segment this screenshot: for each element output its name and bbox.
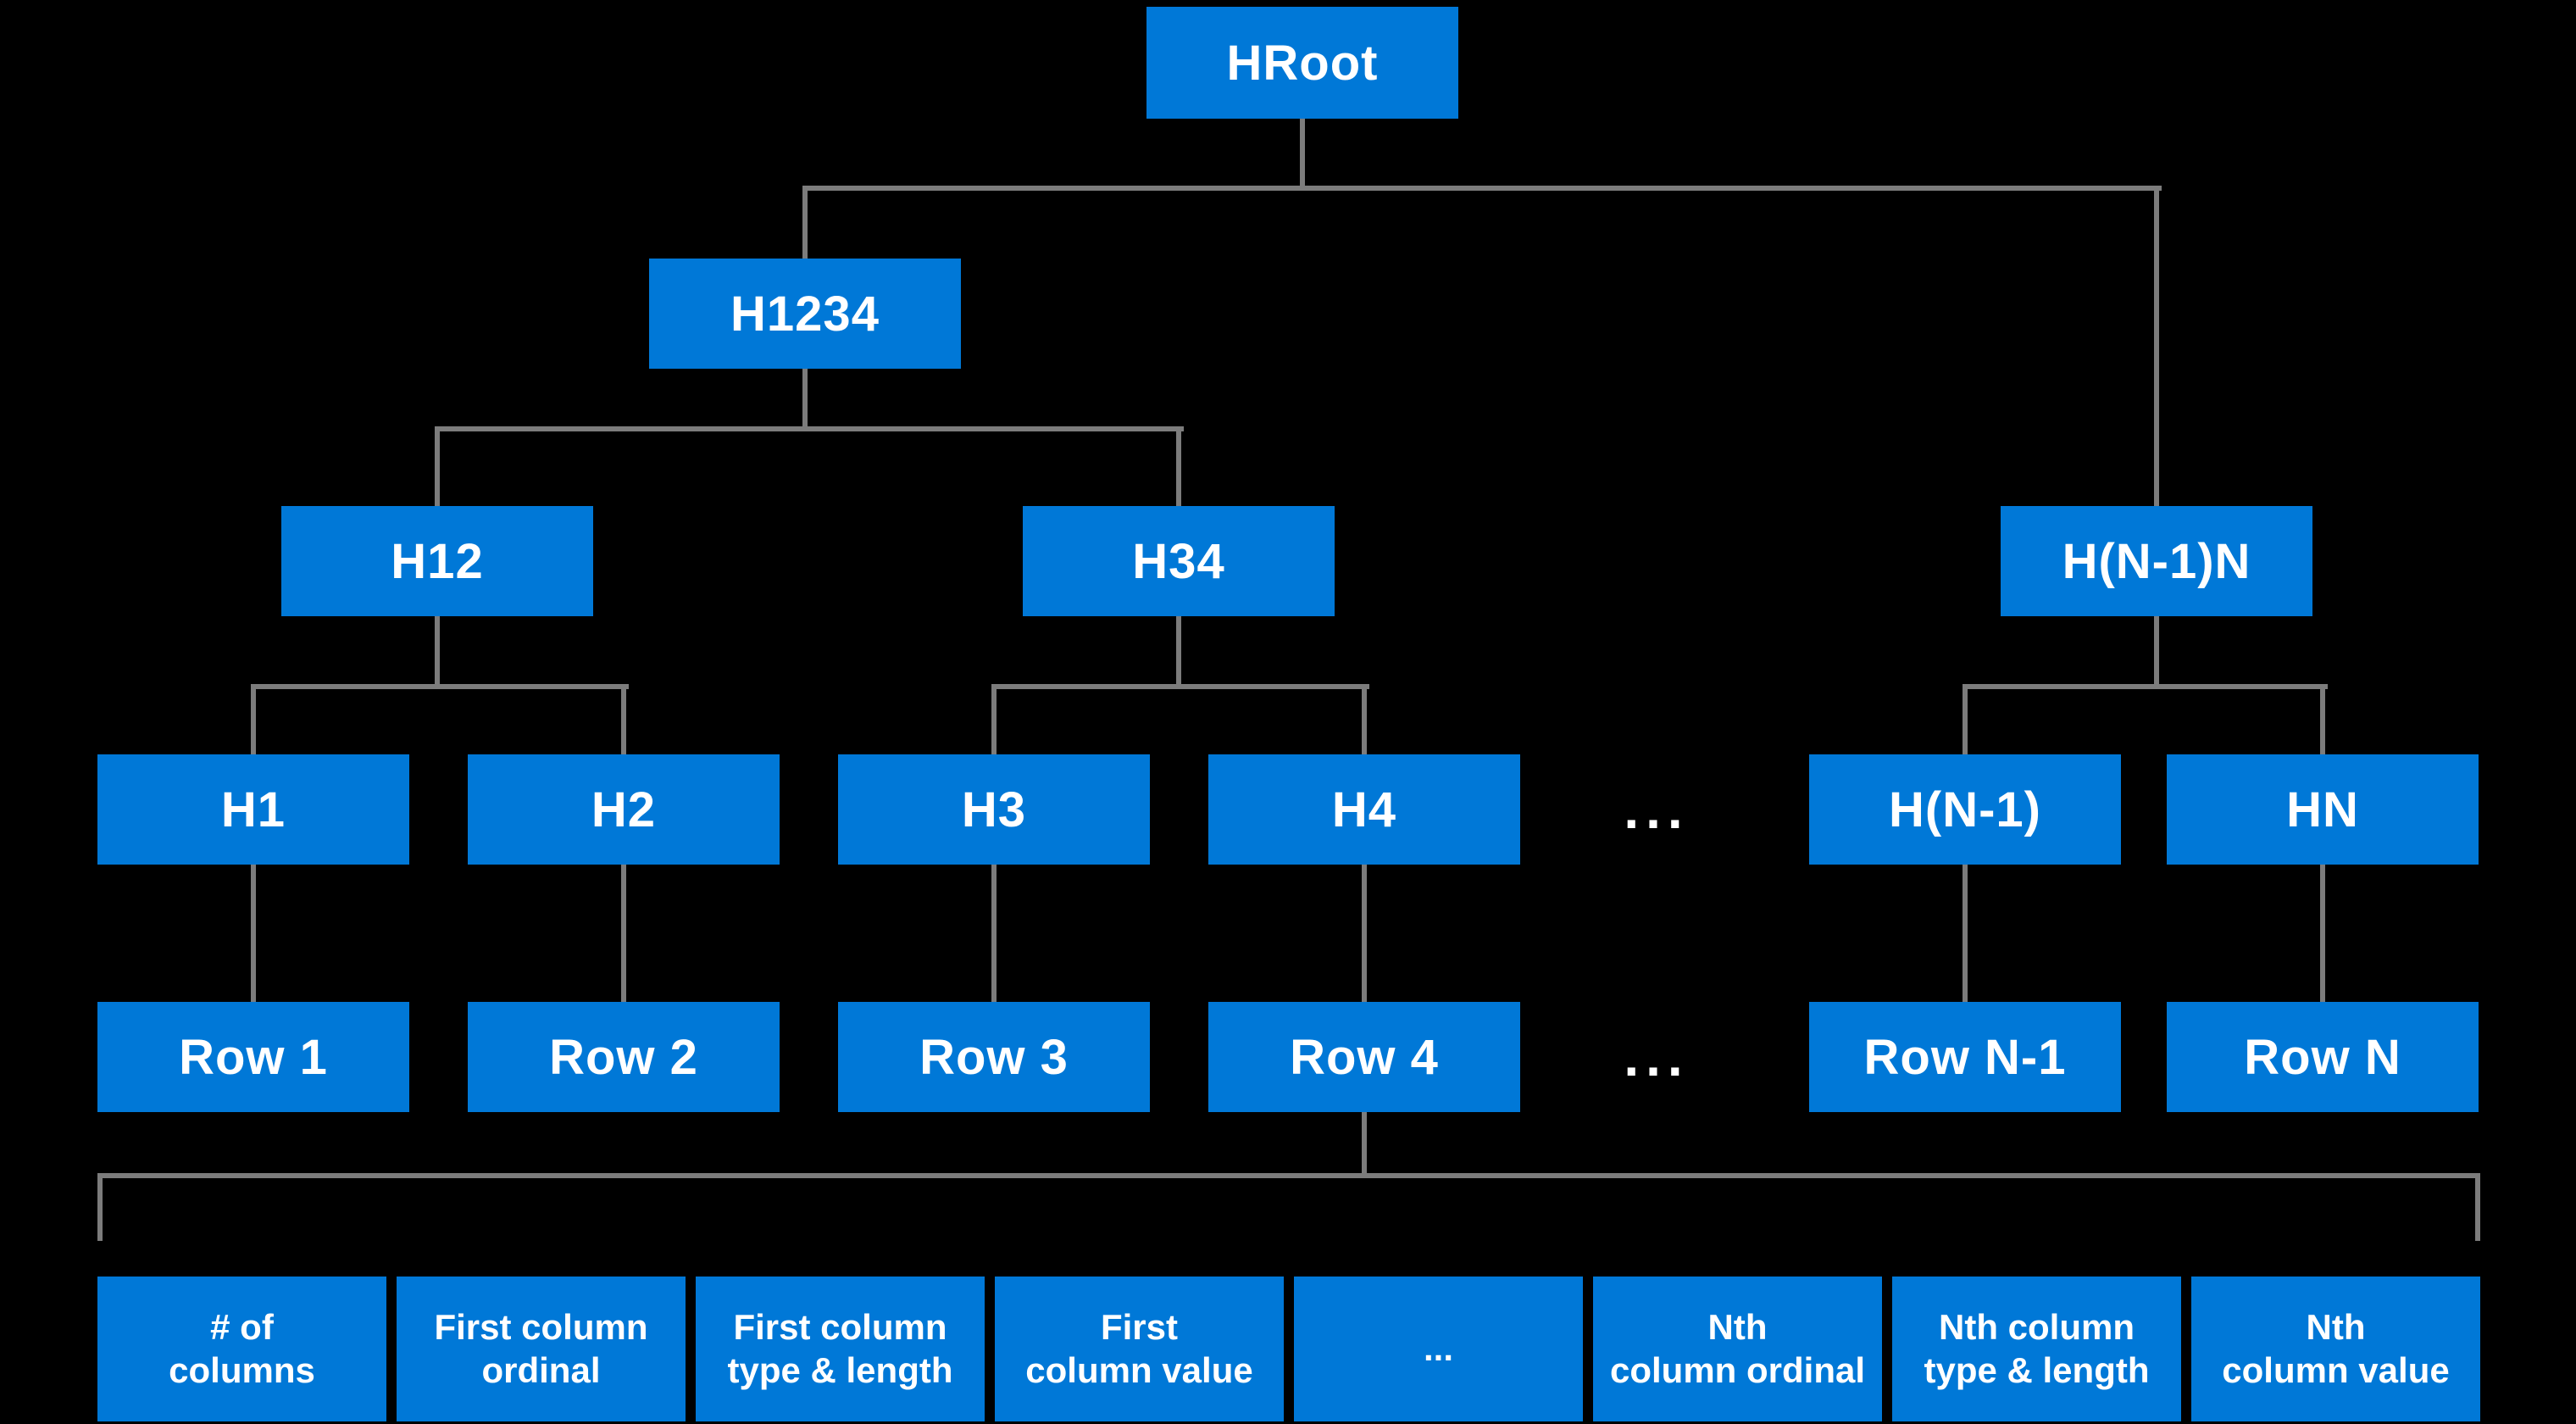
connector-to-h1	[251, 684, 256, 757]
connector-h12-drop	[435, 614, 440, 687]
connector-bracket-fields	[97, 1173, 2480, 1178]
node-rown: Row N	[2167, 1002, 2479, 1112]
ellipsis-hash-level: ...	[1624, 779, 1690, 840]
row-field-line: columns	[169, 1349, 315, 1390]
node-h1234: H1234	[649, 259, 961, 369]
row-field-line: Nth	[1707, 1307, 1768, 1348]
row-field-cell-nth-type-length: Nth column type & length	[1892, 1277, 2181, 1421]
row-field-line: column value	[1025, 1349, 1253, 1390]
connector-hn-rown	[2320, 862, 2325, 1004]
connector-h1-row1	[251, 862, 256, 1004]
node-h34: H34	[1023, 506, 1335, 616]
connector-to-h34	[1176, 426, 1181, 509]
node-row3: Row 3	[838, 1002, 1150, 1112]
connector-fields-right-drop	[2475, 1173, 2480, 1241]
row-field-cell-num-columns: # of columns	[97, 1277, 386, 1421]
row-field-line: ordinal	[481, 1349, 601, 1390]
connector-bracket-root	[802, 186, 2162, 191]
connector-root-to-hn1n	[2154, 186, 2159, 510]
connector-h3-row3	[991, 862, 997, 1004]
node-h12: H12	[281, 506, 593, 616]
node-hn: HN	[2167, 754, 2479, 865]
node-row2: Row 2	[468, 1002, 780, 1112]
node-hn1n: H(N-1)N	[2001, 506, 2312, 616]
row-field-line: type & length	[727, 1349, 953, 1390]
row-field-line: ...	[1423, 1328, 1453, 1369]
connector-to-h3	[991, 684, 997, 757]
row-field-line: column value	[2222, 1349, 2450, 1390]
connector-h1234-drop	[802, 366, 808, 431]
row-field-line: # of	[210, 1307, 274, 1348]
connector-to-h12	[435, 426, 440, 509]
connector-hn1n-drop	[2154, 614, 2159, 687]
connector-hn1-rown1	[1963, 862, 1968, 1004]
node-row1: Row 1	[97, 1002, 409, 1112]
row-field-cell-nth-ordinal: Nth column ordinal	[1593, 1277, 1882, 1421]
connector-to-hn1	[1963, 684, 1968, 757]
row-field-cell-first-value: First column value	[995, 1277, 1284, 1421]
row-field-line: First column	[733, 1307, 947, 1348]
connector-fields-left-drop	[97, 1173, 103, 1241]
row-field-cell-first-ordinal: First column ordinal	[397, 1277, 686, 1421]
connector-to-hn	[2320, 684, 2325, 757]
node-h4: H4	[1208, 754, 1520, 865]
node-h2: H2	[468, 754, 780, 865]
connector-to-h4	[1362, 684, 1367, 757]
connector-to-h2	[621, 684, 626, 757]
connector-h2-row2	[621, 862, 626, 1004]
connector-h4-row4	[1362, 862, 1367, 1004]
row-field-line: First column	[434, 1307, 648, 1348]
connector-bracket-hn1n	[1963, 684, 2328, 689]
node-h3: H3	[838, 754, 1150, 865]
connector-root-to-h1234	[802, 186, 808, 264]
connector-bracket-h34	[991, 684, 1369, 689]
row-field-cell-first-type-length: First column type & length	[696, 1277, 985, 1421]
row-field-cell-ellipsis: ...	[1294, 1277, 1583, 1421]
ellipsis-row-level: ...	[1624, 1026, 1690, 1087]
node-h1: H1	[97, 754, 409, 865]
connector-bracket-h12	[251, 684, 629, 689]
row-field-line: First	[1100, 1307, 1178, 1348]
row-field-line: type & length	[1924, 1349, 2150, 1390]
row-field-cell-nth-value: Nth column value	[2191, 1277, 2480, 1421]
row-field-line: Nth column	[1939, 1307, 2135, 1348]
connector-row4-drop	[1362, 1110, 1367, 1176]
row-field-line: column ordinal	[1609, 1349, 1865, 1390]
node-row4: Row 4	[1208, 1002, 1520, 1112]
node-hroot: HRoot	[1146, 7, 1458, 119]
connector-hroot-drop	[1300, 117, 1305, 191]
node-hn1: H(N-1)	[1809, 754, 2121, 865]
connector-bracket-h1234	[435, 426, 1184, 431]
connector-h34-drop	[1176, 614, 1181, 687]
node-rown1: Row N-1	[1809, 1002, 2121, 1112]
row-field-line: Nth	[2306, 1307, 2366, 1348]
